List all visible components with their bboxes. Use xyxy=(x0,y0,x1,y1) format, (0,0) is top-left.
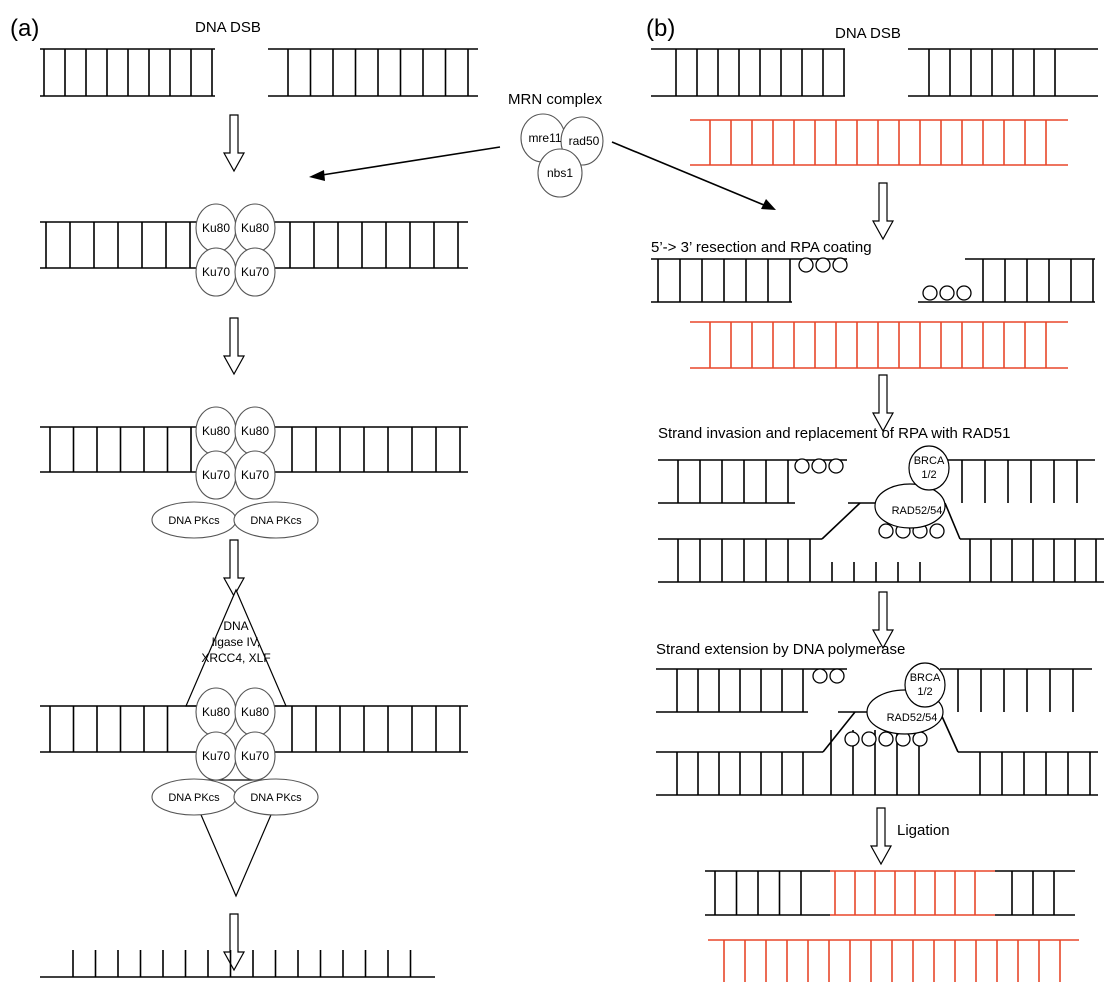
rpa-protein xyxy=(833,258,847,272)
ku80-label: Ku80 xyxy=(241,705,269,719)
rpa-protein xyxy=(799,258,813,272)
ku70-label: Ku70 xyxy=(241,265,269,279)
rpa-protein xyxy=(795,459,809,473)
mrn-complex: mre11 rad50 nbs1 xyxy=(521,114,603,197)
dsb-rungs-a xyxy=(44,49,468,96)
ku70-label: Ku70 xyxy=(241,749,269,763)
arrow-a4 xyxy=(224,914,244,970)
arrow-a1 xyxy=(224,115,244,171)
rpa-protein xyxy=(830,669,844,683)
brca-label-line1: BRCA xyxy=(910,672,941,684)
panel-a-title: DNA DSB xyxy=(195,19,261,36)
rpa-protein xyxy=(879,524,893,538)
brca-rad-b4: BRCA 1/2 RAD52/54 xyxy=(867,663,945,734)
rpa-protein xyxy=(879,732,893,746)
ligase-label-line1: DNA xyxy=(223,619,248,633)
rpa-protein xyxy=(845,732,859,746)
ku-complex-a2: Ku80 Ku80 Ku70 Ku70 xyxy=(196,204,275,296)
arrow-b2 xyxy=(873,375,893,431)
step-resection-label: 5’-> 3’ resection and RPA coating xyxy=(651,239,872,256)
rpa-protein xyxy=(930,524,944,538)
dna-pkcs-label: DNA PKcs xyxy=(250,515,302,527)
dsb-dna-right-a xyxy=(268,49,478,96)
ku80-label: Ku80 xyxy=(202,221,230,235)
mre11-label: mre11 xyxy=(528,131,561,145)
panel-a-label: (a) xyxy=(10,15,39,42)
dsb-rungs-b xyxy=(676,49,1055,96)
dna-pkcs-label: DNA PKcs xyxy=(168,792,220,804)
rpa-protein xyxy=(923,286,937,300)
rpa-protein xyxy=(913,732,927,746)
rpa-protein xyxy=(829,459,843,473)
ligated-rungs-b5 xyxy=(715,871,1054,915)
rpa-protein xyxy=(940,286,954,300)
ligase-label-line3: XRCC4, XLF xyxy=(201,651,270,665)
rpa-coating-b2 xyxy=(799,258,971,300)
ku70-label: Ku70 xyxy=(202,749,230,763)
ku70-label: Ku70 xyxy=(241,468,269,482)
rpa-protein xyxy=(816,258,830,272)
nbs1-label: nbs1 xyxy=(547,166,573,180)
ku-complex-a3: Ku80 Ku80 Ku70 Ku70 xyxy=(196,407,275,499)
extension-dna-b4 xyxy=(656,669,1098,795)
ku70-label: Ku70 xyxy=(202,265,230,279)
ku80-label: Ku80 xyxy=(241,221,269,235)
step-invasion-label: Strand invasion and replacement of RPA w… xyxy=(658,425,1010,442)
dna-pkcs-label: DNA PKcs xyxy=(168,515,220,527)
brca-rad-b3: BRCA 1/2 RAD52/54 xyxy=(875,446,949,528)
resected-rungs-b2 xyxy=(658,259,1093,302)
rpa-protein xyxy=(812,459,826,473)
ligase-label-line2: ligase IV, xyxy=(212,635,260,649)
rpa-protein xyxy=(957,286,971,300)
step-ligation-label: Ligation xyxy=(897,822,950,839)
brca-label-line2: 1/2 xyxy=(921,469,936,481)
template-rungs-b1 xyxy=(710,120,1046,165)
panel-b-label: (b) xyxy=(646,15,675,42)
rad-label: RAD52/54 xyxy=(887,712,938,724)
ku80-label: Ku80 xyxy=(202,705,230,719)
invasion-dna-b3 xyxy=(658,460,1104,582)
rad50-label: rad50 xyxy=(569,134,600,148)
template-rungs-b5 xyxy=(724,940,1060,982)
template-dna-b2 xyxy=(690,322,1068,368)
ligase-label: DNA ligase IV, XRCC4, XLF xyxy=(201,619,270,665)
template-rungs-b2 xyxy=(710,322,1046,368)
arrow-b4 xyxy=(871,808,891,864)
brca-label-line2: 1/2 xyxy=(917,686,932,698)
ku70-label: Ku70 xyxy=(202,468,230,482)
step-extension-label: Strand extension by DNA polymerase xyxy=(656,641,905,658)
dna-pkcs-a3: DNA PKcs DNA PKcs xyxy=(152,502,318,538)
arrow-b3 xyxy=(873,592,893,648)
rpa-protein xyxy=(813,669,827,683)
rpa-protein xyxy=(862,732,876,746)
arrow-a3 xyxy=(224,540,244,596)
dna-pkcs-label: DNA PKcs xyxy=(250,792,302,804)
resected-dna-b2 xyxy=(651,259,1095,302)
template-dna-b1 xyxy=(690,120,1068,165)
ku80-label: Ku80 xyxy=(241,424,269,438)
panel-b-title: DNA DSB xyxy=(835,25,901,42)
ku80-label: Ku80 xyxy=(202,424,230,438)
brca-label-line1: BRCA xyxy=(914,455,945,467)
arrow-a2 xyxy=(224,318,244,374)
rad-label: RAD52/54 xyxy=(892,505,943,517)
ligated-dna-b5 xyxy=(705,871,1075,915)
arrow-b1 xyxy=(873,183,893,239)
mrn-title: MRN complex xyxy=(508,91,603,108)
